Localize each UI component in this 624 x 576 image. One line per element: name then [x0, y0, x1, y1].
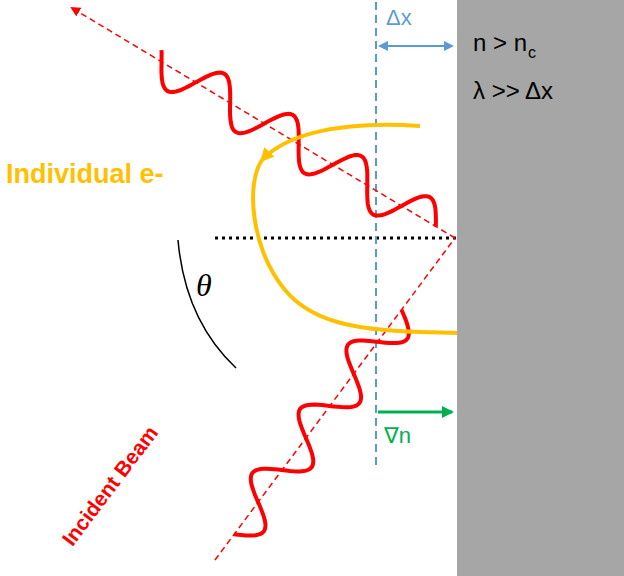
- angle-label: θ: [196, 268, 212, 303]
- gradient-arrow: [378, 411, 452, 414]
- beam-label: Incident Beam: [58, 422, 163, 551]
- incident-axis: [215, 238, 455, 560]
- gradient-boundary: [375, 2, 377, 466]
- electron-path: [262, 125, 420, 160]
- reflected-wave: [161, 50, 436, 226]
- reflected-axis: [72, 8, 455, 238]
- electron-label: Individual e-: [6, 160, 164, 190]
- width-label: Δx: [386, 6, 412, 30]
- gradient-label: ∇n: [384, 424, 411, 448]
- angle-arc: [178, 240, 236, 368]
- incident-wave: [234, 310, 409, 536]
- subscript: c: [528, 44, 536, 62]
- plasma-condition: λ >> Δx: [473, 78, 553, 104]
- surface-normal: [215, 237, 487, 240]
- plasma-condition: n > n: [473, 30, 527, 56]
- overdense-plasma: n > nc λ >> Δx: [457, 0, 624, 576]
- width-arrow: [380, 45, 452, 47]
